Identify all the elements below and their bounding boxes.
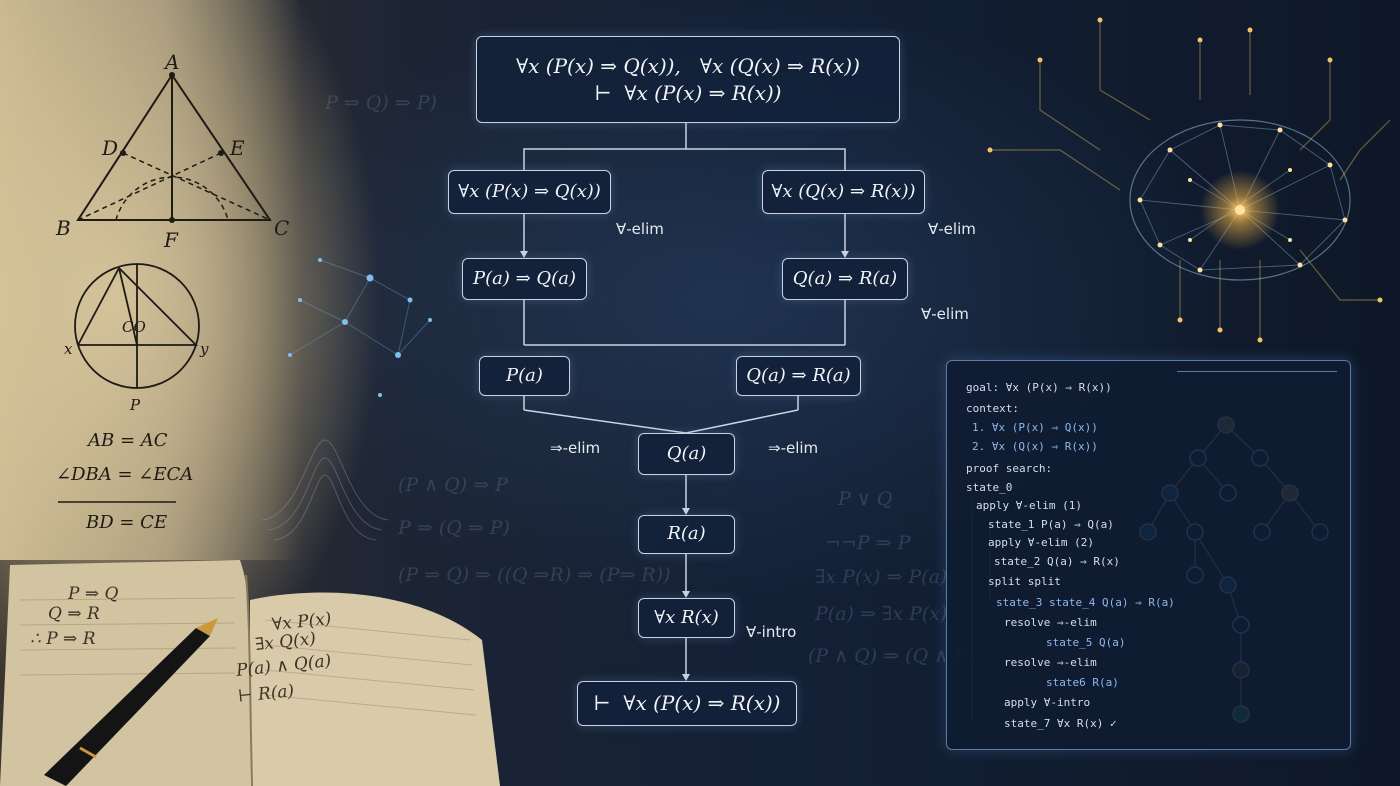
equation-bd-ce: BD = CE	[86, 512, 168, 533]
point-label-c: C	[274, 216, 290, 240]
bg-formula: ¬¬P ⇒ P	[825, 532, 911, 554]
premise-left-node: ∀x (P(x) ⇒ Q(x))	[448, 170, 611, 214]
search-step: resolve ⇒-elim	[1004, 616, 1097, 629]
ra-node: R(a)	[638, 515, 735, 554]
pa-node: P(a)	[479, 356, 570, 396]
notebook-left-line: P ⇒ Q	[68, 584, 119, 604]
instance-right-node: Q(a) ⇒ R(a)	[782, 258, 908, 300]
instance-left-node: P(a) ⇒ Q(a)	[462, 258, 587, 300]
search-goal: goal: ∀x (P(x) ⇒ R(x))	[966, 381, 1112, 394]
search-split: split split	[988, 575, 1061, 588]
proof-search-panel	[946, 360, 1351, 750]
conclusion-node: ⊢ ∀x (P(x) ⇒ R(x))	[577, 681, 797, 726]
root-premises: ∀x (P(x) ⇒ Q(x)), ∀x (Q(x) ⇒ R(x))	[516, 53, 860, 78]
pen-icon	[44, 618, 218, 786]
qa-implies-ra-node: Q(a) ⇒ R(a)	[736, 356, 861, 396]
bg-formula: ∃x P(x) ⇒ P(a)	[815, 566, 948, 588]
point-label-e: E	[230, 136, 245, 160]
bg-formula: P(a) ⇒ ∃x P(x)	[815, 603, 948, 625]
search-context-label: context:	[966, 402, 1019, 415]
equation-angles: ∠DBA = ∠ECA	[56, 464, 194, 485]
bg-formula: (P ⇒ Q) ⇒ ((Q ⇒R) ⇒ (P⇒ R))	[398, 564, 671, 586]
search-state-5: state_5 Q(a)	[1046, 636, 1126, 649]
search-context-2: 2. ∀x (Q(x) ⇒ R(x))	[972, 440, 1098, 453]
scatter-network	[289, 259, 431, 356]
circle-label-x: x	[64, 340, 73, 358]
circle-label-y: y	[200, 340, 209, 358]
search-context-1: 1. ∀x (P(x) ⇒ Q(x))	[972, 421, 1098, 434]
point-label-d: D	[102, 136, 119, 160]
search-state-2: state_2 Q(a) ⇒ R(x)	[994, 555, 1120, 568]
bg-formula: P ⇒ (Q ⇒ P)	[398, 517, 510, 539]
circle-label-p: P	[130, 396, 141, 414]
search-step: apply ∀-elim (1)	[976, 499, 1082, 512]
bg-formula: P ∨ Q	[838, 488, 893, 510]
bg-formula: P ⇒ Q) ⇒ P)	[325, 92, 437, 114]
search-state-6: state6 R(a)	[1046, 676, 1119, 689]
point-label-b: B	[56, 216, 71, 240]
qa-node: Q(a)	[638, 433, 735, 475]
circle-center-label: CO	[122, 318, 146, 336]
point-label-f: F	[164, 228, 178, 252]
equation-ab-ac: AB = AC	[88, 430, 168, 451]
notebook-left-line: ∴ P ⇒ R	[30, 629, 96, 649]
search-state-7: state_7 ∀x R(x) ✓	[1004, 717, 1117, 730]
circle-figure	[74, 263, 200, 389]
brain-network	[1129, 119, 1351, 281]
search-step: apply ∀-intro	[1004, 696, 1091, 709]
paper-texture	[0, 0, 300, 560]
rule-imp-elim-right: ⇒-elim	[768, 439, 819, 457]
bg-formula: (P ∧ Q) ⇒ (Q ∧ P)	[808, 645, 975, 667]
gaussian-surface	[261, 439, 389, 541]
search-heading: proof search:	[966, 462, 1053, 475]
bg-formula: (P ∧ Q) ⇒ P	[398, 474, 508, 496]
notebook-drawing	[0, 560, 500, 786]
search-step: apply ∀-elim (2)	[988, 536, 1094, 549]
notebook-left-line: Q ⇒ R	[48, 604, 100, 624]
rule-forall-elim-lower: ∀-elim	[921, 305, 969, 323]
search-state-1: state_1 P(a) ⇒ Q(a)	[988, 518, 1114, 531]
search-state-3-4: state_3 state_4 Q(a) ⇒ R(a)	[996, 596, 1175, 609]
search-state-0: state_0	[966, 481, 1013, 494]
proof-root-sequent: ∀x (P(x) ⇒ Q(x)), ∀x (Q(x) ⇒ R(x)) ⊢ ∀x …	[476, 36, 900, 123]
point-label-a: A	[165, 50, 180, 74]
premise-right-node: ∀x (Q(x) ⇒ R(x))	[762, 170, 925, 214]
search-step: resolve ⇒-elim	[1004, 656, 1097, 669]
rule-forall-elim-right: ∀-elim	[928, 220, 976, 238]
panel-top-bar	[1177, 371, 1337, 372]
rule-forall-elim-left: ∀-elim	[616, 220, 664, 238]
rule-forall-intro: ∀-intro	[746, 623, 797, 641]
forall-ra-node: ∀x R(x)	[638, 598, 735, 638]
root-goal: ⊢ ∀x (P(x) ⇒ R(x))	[594, 80, 782, 105]
rule-imp-elim-left: ⇒-elim	[550, 439, 601, 457]
circuit-lines	[990, 20, 1391, 340]
proof-tree-connectors	[523, 123, 846, 678]
